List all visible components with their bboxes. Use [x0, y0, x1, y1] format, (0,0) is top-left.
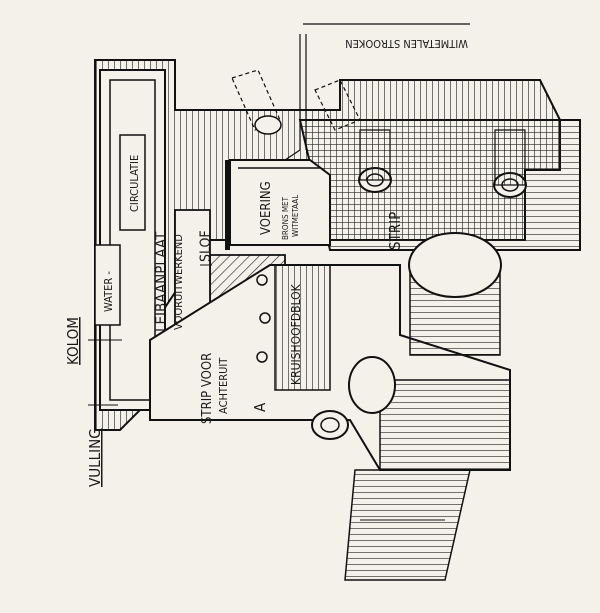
label-vulling: VULLING	[86, 428, 104, 487]
label-circulatie: CIRCULATIE	[128, 155, 141, 212]
label-water: WATER -	[102, 271, 115, 312]
voering-lining	[225, 159, 331, 250]
water-circulation-channel	[94, 134, 146, 326]
label-voering: VOERING	[259, 181, 274, 235]
label-kruishoofdblok: KRUISHOOFDBLOK	[289, 283, 303, 385]
kruishoofdblok-crosshead	[149, 264, 511, 471]
label-vooruitwerkend: VOORUITWERKEND	[172, 234, 185, 330]
label-witmetalen-strooken: WITMETALEN STROOKEN	[345, 37, 468, 50]
label-strip-top: STRIP	[386, 212, 404, 250]
label-achteruit: ACHTERUIT	[217, 357, 230, 414]
label-kolom: KOLOM	[64, 317, 82, 365]
label-leibaanplaat: LEIBAANPLAAT	[152, 231, 170, 332]
strip-top	[298, 119, 581, 251]
witmetalen-strooken-marker	[284, 23, 470, 161]
background-bolts	[231, 69, 361, 135]
label-witmetaal: WITMETAAL	[291, 195, 300, 237]
label-slof: SLOF	[198, 230, 214, 262]
label-a: A	[251, 402, 269, 412]
label-strip-voor: STRIP VOOR	[200, 353, 215, 424]
label-brons-met: BRONS MET	[281, 196, 290, 240]
leader-lines	[88, 264, 212, 406]
piston-rod	[344, 232, 502, 581]
